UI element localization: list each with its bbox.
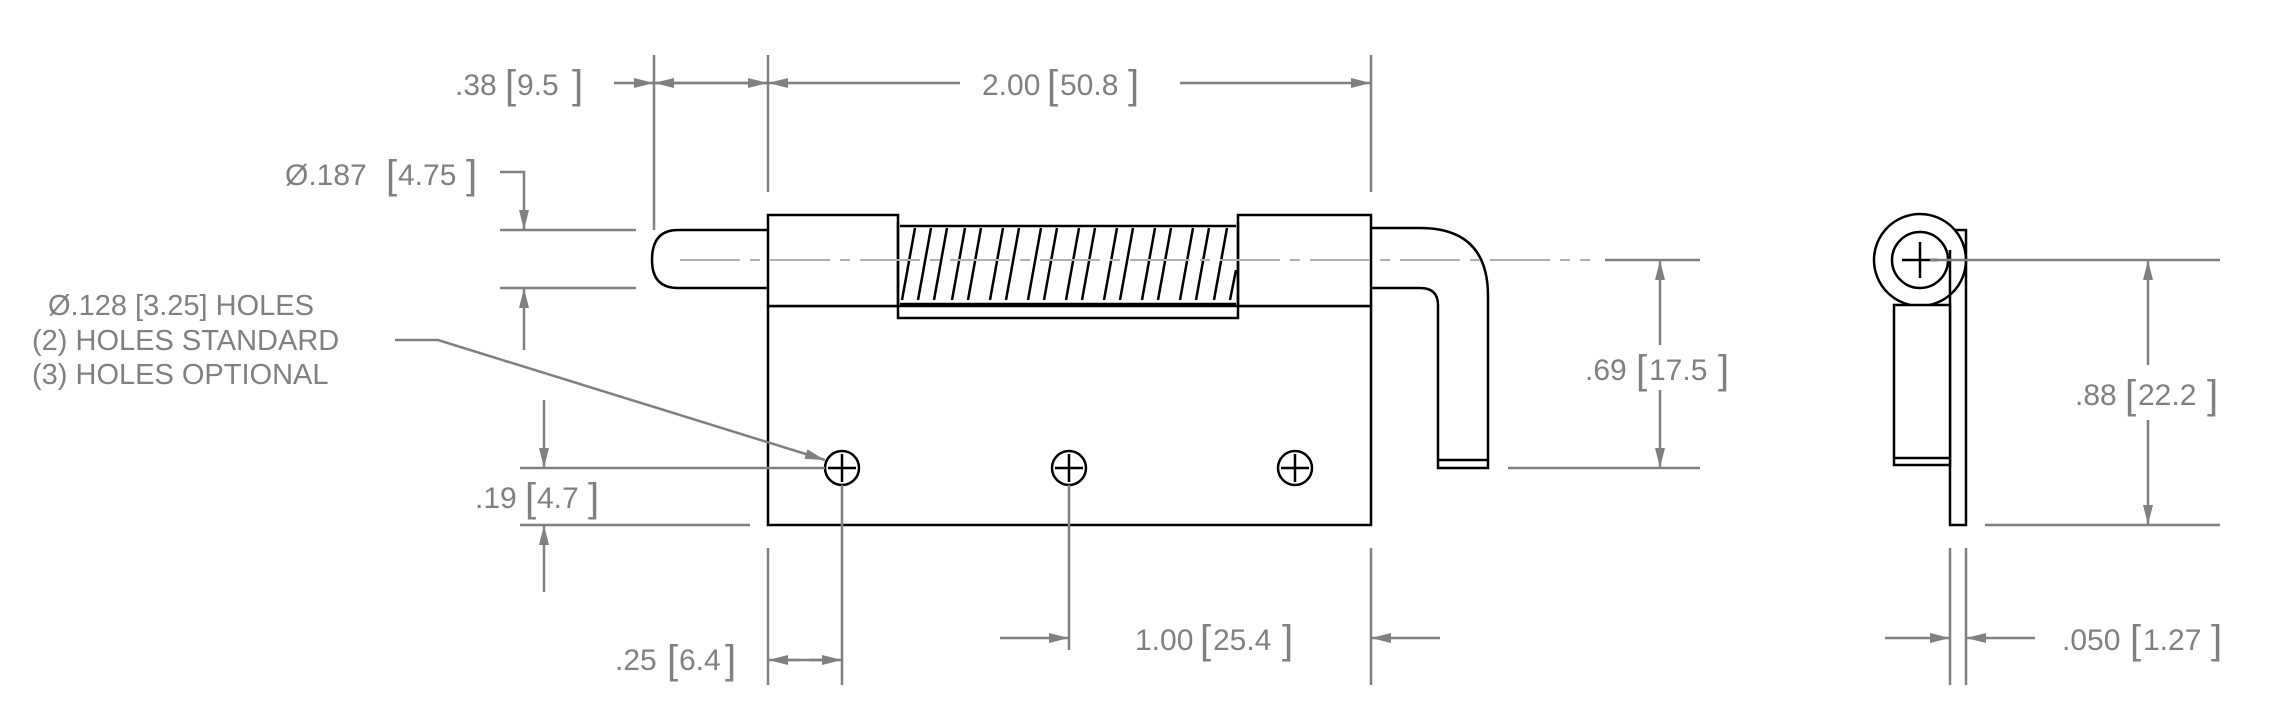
svg-text:[: [	[1636, 348, 1647, 392]
hole-2	[1050, 449, 1088, 487]
svg-text:[: [	[2125, 373, 2136, 417]
svg-text:]: ]	[466, 153, 477, 197]
svg-text:]: ]	[572, 63, 583, 107]
svg-text:4.75: 4.75	[398, 159, 456, 192]
svg-text:(2) HOLES STANDARD: (2) HOLES STANDARD	[32, 325, 339, 357]
dim-hole-end-distance: .25 [ 6.4 ]	[615, 638, 842, 682]
svg-text:]: ]	[2207, 373, 2218, 417]
svg-text:.69: .69	[1585, 354, 1627, 387]
svg-text:.25: .25	[615, 644, 657, 677]
svg-text:Ø.187: Ø.187	[285, 159, 367, 192]
svg-text:25.4: 25.4	[1213, 624, 1271, 657]
svg-text:22.2: 22.2	[2138, 379, 2196, 412]
dim-top-offset: .38 [ 9.5 ]	[455, 63, 768, 107]
dim-hole-spacing: 1.00 [ 25.4 ]	[1000, 618, 1440, 662]
svg-text:[: [	[1200, 618, 1211, 662]
spring-coils	[900, 224, 1238, 306]
svg-text:[: [	[2130, 618, 2141, 662]
svg-text:(3) HOLES OPTIONAL: (3) HOLES OPTIONAL	[32, 359, 329, 391]
svg-text:]: ]	[1718, 348, 1729, 392]
svg-text:50.8: 50.8	[1060, 69, 1118, 102]
dim-hole-edge-distance: .19 [ 4.7 ]	[475, 400, 825, 592]
front-view	[650, 213, 1590, 527]
svg-text:9.5: 9.5	[517, 69, 559, 102]
svg-text:[: [	[525, 476, 536, 520]
svg-text:1.27: 1.27	[2143, 624, 2201, 657]
svg-text:1.00: 1.00	[1135, 624, 1193, 657]
svg-text:.38: .38	[455, 69, 497, 102]
svg-text:]: ]	[725, 638, 736, 682]
svg-text:]: ]	[588, 476, 599, 520]
svg-text:]: ]	[1128, 63, 1139, 107]
svg-text:17.5: 17.5	[1649, 354, 1707, 387]
side-handle	[1892, 303, 1952, 467]
svg-text:.050: .050	[2062, 624, 2120, 657]
svg-text:[: [	[505, 63, 516, 107]
dim-handle-height: .69 [ 17.5 ]	[1508, 258, 1729, 470]
pin-left-end	[650, 228, 768, 290]
svg-text:Ø.128 [3.25] HOLES: Ø.128 [3.25] HOLES	[48, 290, 314, 322]
dim-pin-diameter: Ø.187 [ 4.75 ]	[285, 153, 636, 350]
svg-text:[: [	[386, 153, 397, 197]
svg-text:[: [	[667, 638, 678, 682]
spring-housing	[896, 222, 1240, 320]
svg-text:]: ]	[2211, 618, 2222, 662]
svg-text:2.00: 2.00	[982, 69, 1040, 102]
hole-1	[823, 449, 861, 487]
svg-text:.19: .19	[475, 482, 517, 515]
svg-text:4.7: 4.7	[537, 482, 579, 515]
dim-thickness: .050 [ 1.27 ]	[1885, 548, 2222, 685]
svg-text:6.4: 6.4	[679, 644, 721, 677]
dim-side-height: .88 [ 22.2 ]	[1930, 258, 2220, 527]
svg-text:.88: .88	[2075, 379, 2117, 412]
dim-overall-length: 2.00 [ 50.8 ]	[768, 63, 1371, 107]
hole-3	[1276, 449, 1314, 487]
pin-handle	[1371, 226, 1490, 470]
hole-note: Ø.128 [3.25] HOLES (2) HOLES STANDARD (3…	[32, 290, 826, 462]
svg-text:]: ]	[1282, 618, 1293, 662]
svg-text:[: [	[1047, 63, 1058, 107]
